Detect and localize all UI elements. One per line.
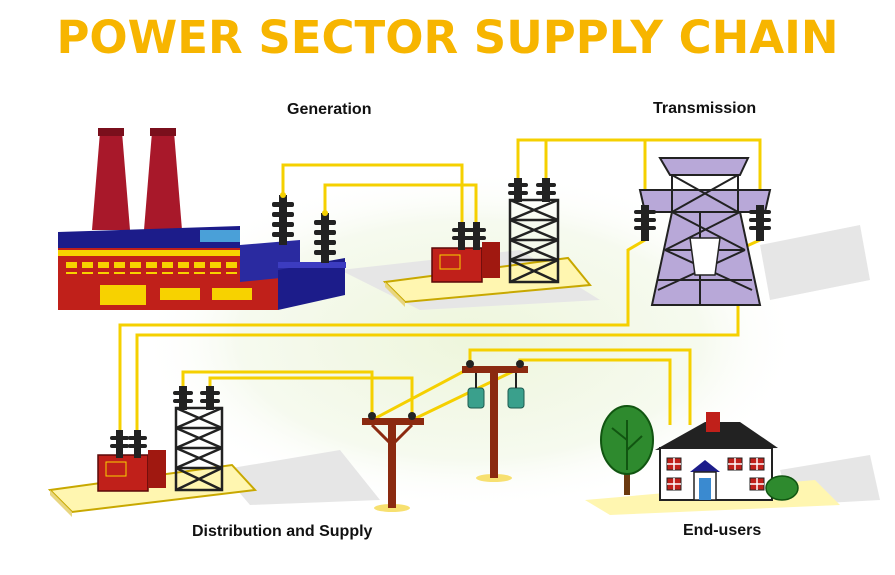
label-distribution-and-supply: Distribution and Supply	[192, 523, 373, 540]
house-illustration	[585, 405, 840, 515]
substation-illustration	[382, 178, 592, 307]
transmission-tower-illustration	[634, 157, 772, 306]
label-end-users: End-users	[683, 522, 762, 539]
diagram-title: POWER SECTOR SUPPLY CHAIN	[56, 11, 839, 64]
utility-poles-illustration	[362, 360, 528, 512]
label-transmission: Transmission	[653, 100, 757, 117]
distribution-substation-illustration	[47, 386, 258, 517]
power-plant-illustration	[58, 128, 346, 310]
label-generation: Generation	[287, 101, 372, 118]
